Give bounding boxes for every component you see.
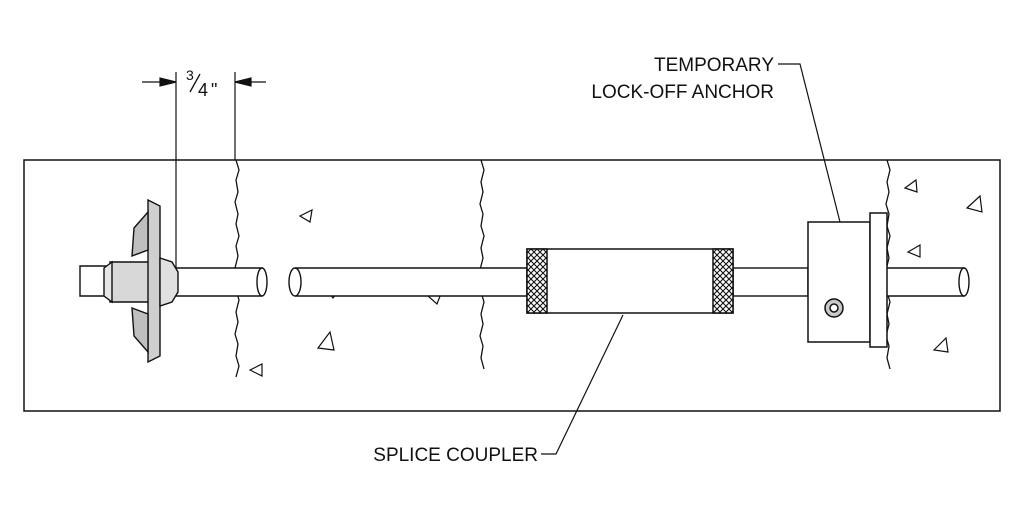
dimension-unit-mark: " bbox=[211, 80, 217, 100]
dimension-callout bbox=[142, 72, 266, 268]
dimension-denominator: 4 bbox=[198, 80, 208, 100]
leader-lines bbox=[541, 63, 841, 455]
anchor-label-line1: TEMPORARY bbox=[654, 55, 774, 76]
tendon-rod bbox=[79, 265, 970, 297]
coupler-knurl-right bbox=[712, 248, 734, 314]
pour-joint-middle bbox=[479, 159, 485, 370]
aggregate-marks bbox=[248, 178, 983, 377]
lock-off-anchor bbox=[807, 212, 888, 348]
dead-end-anchor bbox=[103, 198, 179, 364]
splice-coupler bbox=[526, 248, 734, 314]
dimension-text: 3 4 " bbox=[186, 67, 217, 100]
coupler-knurl-left bbox=[526, 248, 548, 314]
dimension-numerator: 3 bbox=[186, 67, 194, 83]
coupler-label: SPLICE COUPLER bbox=[373, 445, 538, 466]
anchor-label-line2: LOCK-OFF ANCHOR bbox=[591, 82, 774, 103]
